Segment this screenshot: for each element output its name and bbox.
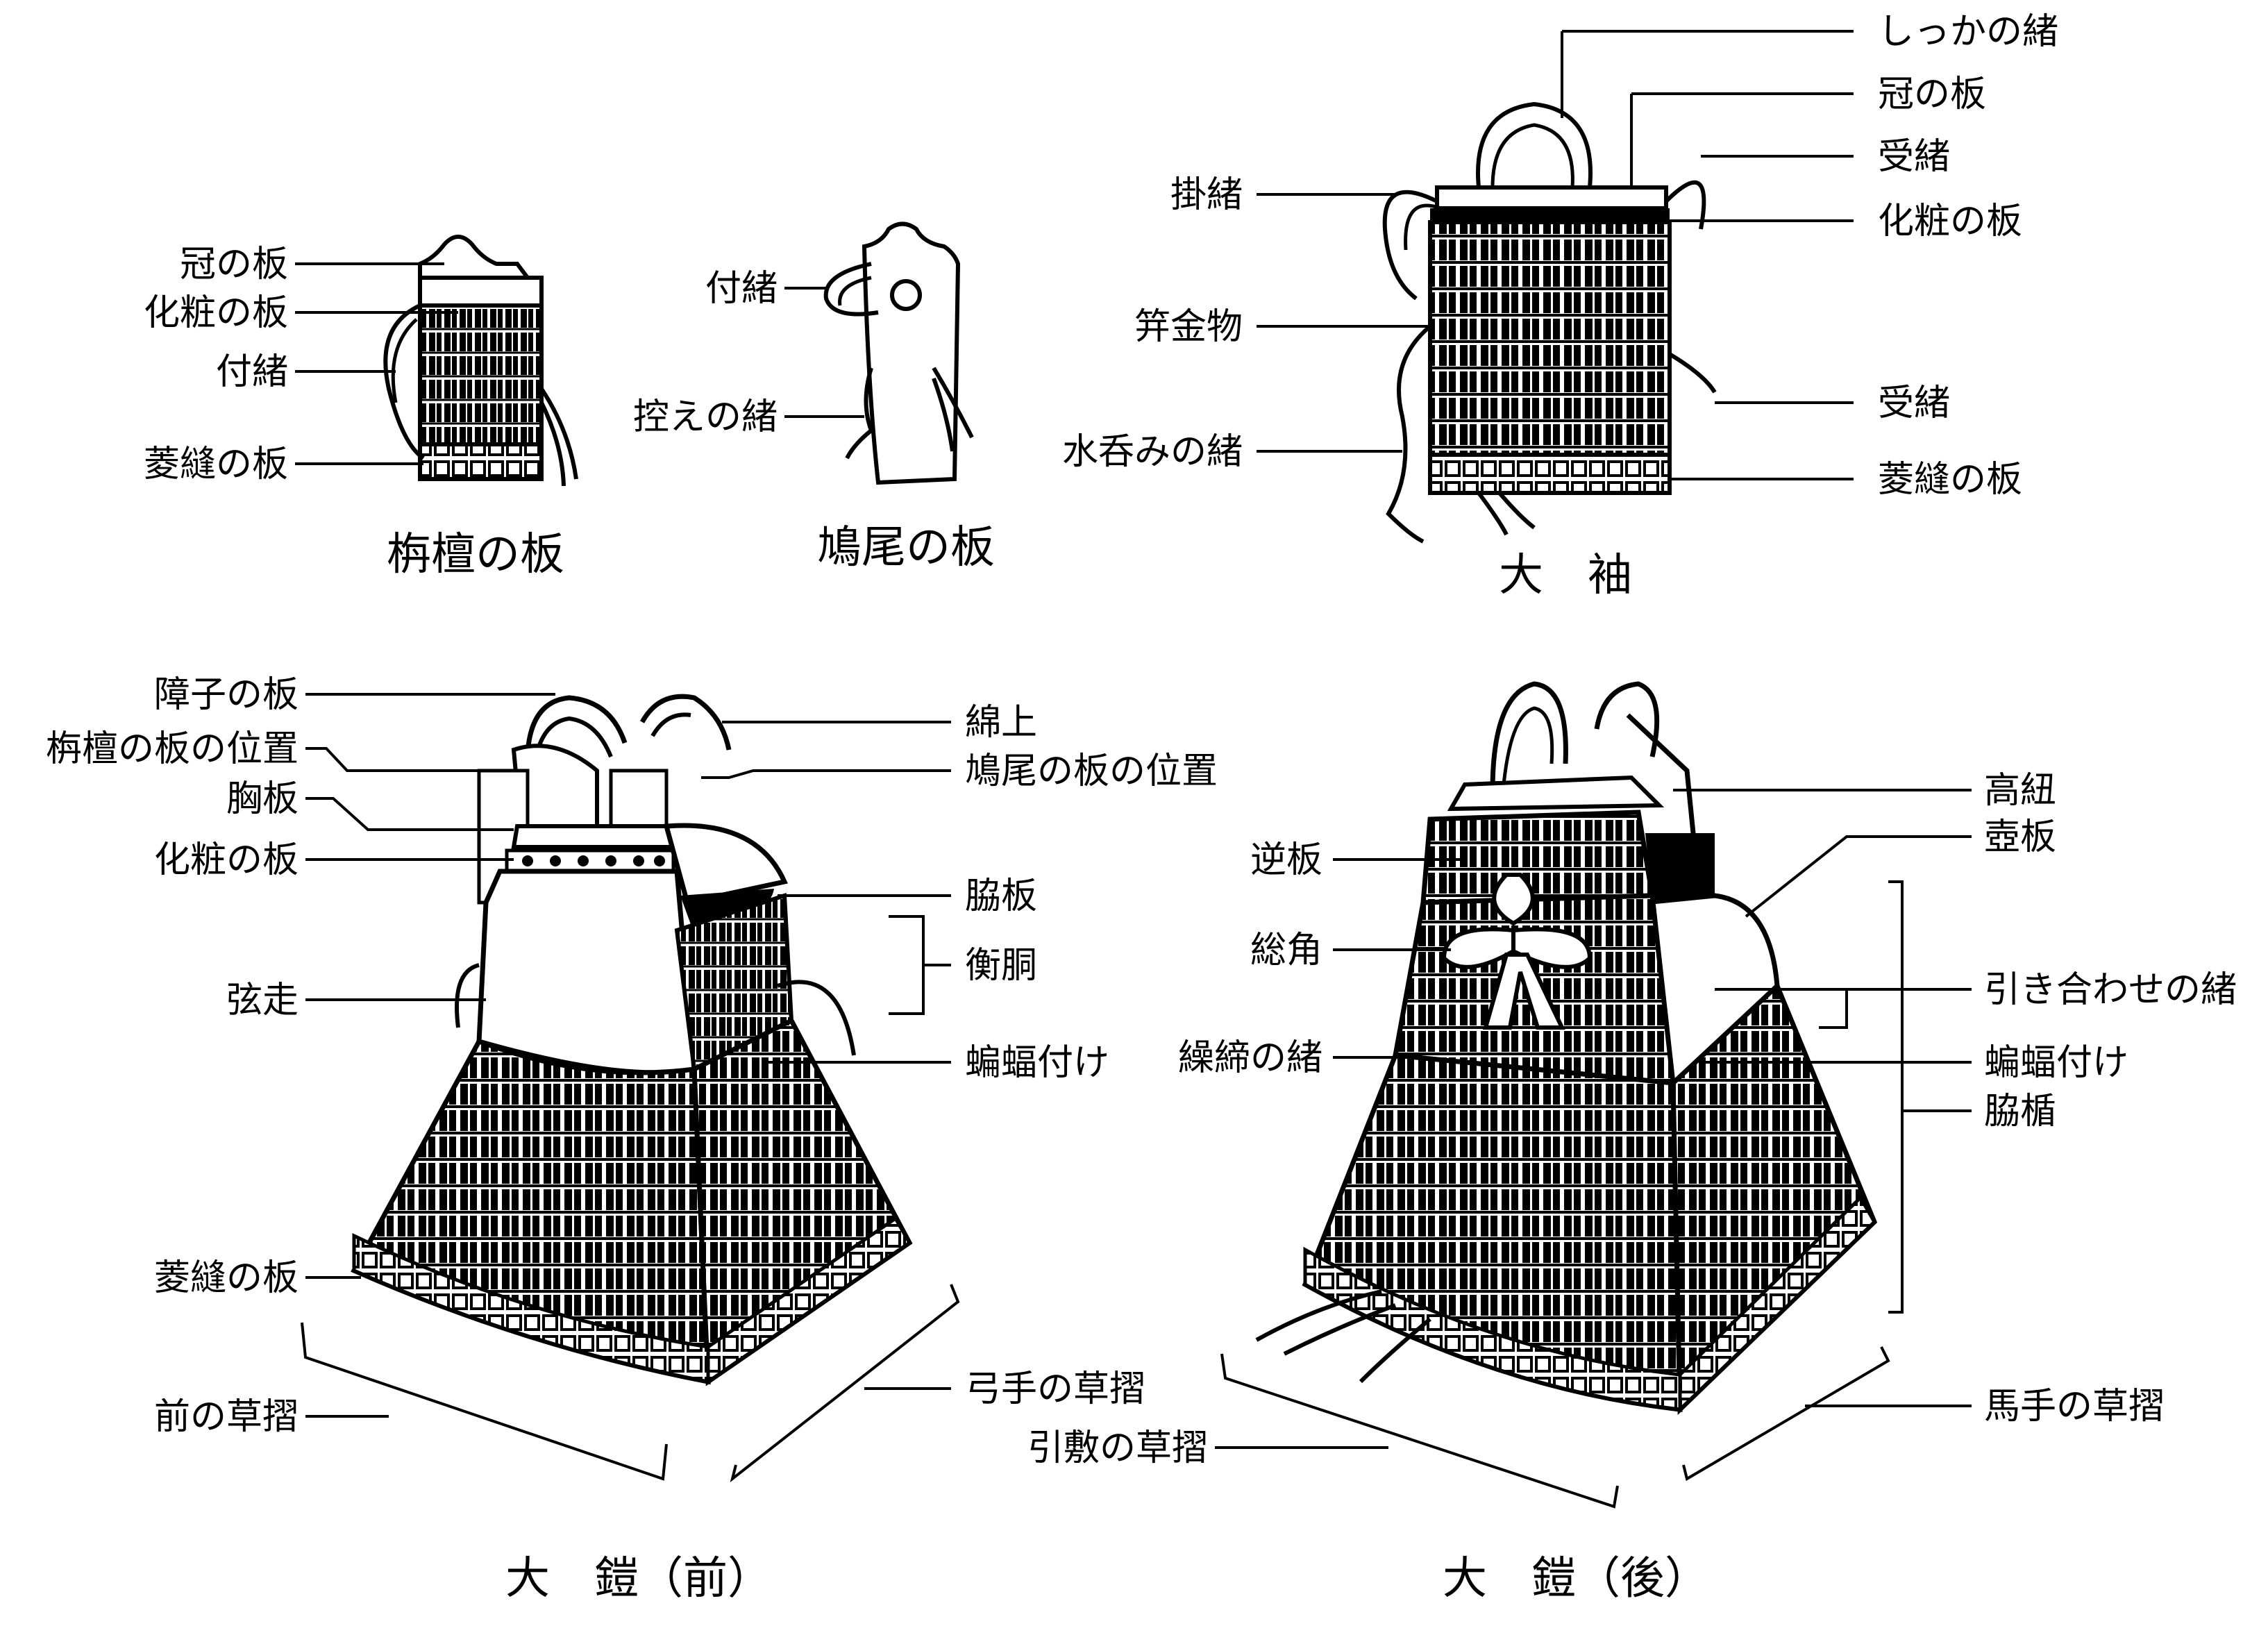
label-front-hishinui: 菱縫の板 <box>154 1257 299 1299</box>
label-osode-kesho: 化粧の板 <box>1878 201 2022 242</box>
label-sendan-kesho: 化粧の板 <box>144 292 288 334</box>
oyoroi-front-drawing <box>354 696 909 1382</box>
label-sendan-kanmuri: 冠の板 <box>180 244 288 285</box>
label-front-yunde: 弓手の草摺 <box>965 1368 1145 1410</box>
label-front-waki: 脇板 <box>965 875 1037 917</box>
label-hikishiki: 引敷の草摺 <box>1027 1427 1208 1469</box>
label-back-tsuboita: 壺板 <box>1984 816 2056 858</box>
label-front-kyubi-pos: 鳩尾の板の位置 <box>965 751 1218 792</box>
label-back-kurijime: 繰締の緒 <box>1178 1037 1322 1079</box>
label-kyubi-hikae: 控えの緒 <box>633 396 778 438</box>
label-back-hikiawase: 引き合わせの緒 <box>1984 969 2237 1011</box>
label-back-waidate: 脇楯 <box>1984 1091 2056 1132</box>
label-osode-kogai: 笄金物 <box>1134 306 1243 348</box>
label-kyubi-tsukeo: 付緒 <box>705 268 778 310</box>
label-front-kesho: 化粧の板 <box>154 839 299 881</box>
label-osode-shikka: しっかの緒 <box>1878 11 2058 53</box>
label-osode-hishinui: 菱縫の板 <box>1878 459 2022 501</box>
caption-kyubi: 鳩尾の板 <box>817 522 995 573</box>
caption-osode: 大 袖 <box>1499 550 1632 601</box>
kyubi-plate-drawing <box>826 224 972 483</box>
label-front-shoji: 障子の板 <box>154 674 299 716</box>
label-front-komori: 蝙蝠付け <box>965 1042 1109 1084</box>
caption-back: 大 鎧（後） <box>1443 1553 1709 1604</box>
label-front-sendan-pos: 栴檀の板の位置 <box>46 728 299 770</box>
osode-drawing <box>1385 104 1715 542</box>
caption-sendan: 栴檀の板 <box>387 529 564 580</box>
label-front-munaita: 胸板 <box>226 778 299 820</box>
label-front-mae-kusazuri: 前の草摺 <box>154 1396 299 1438</box>
label-back-agemaki: 総角 <box>1250 930 1322 971</box>
label-osode-ukeo-bottom: 受緒 <box>1878 383 1950 424</box>
label-osode-kakeo: 掛緒 <box>1170 174 1243 216</box>
label-back-komori: 蝙蝠付け <box>1984 1042 2128 1084</box>
sendan-plate-drawing <box>385 237 576 486</box>
label-back-takahimo: 高紐 <box>1984 770 2056 812</box>
label-osode-kanmuri: 冠の板 <box>1878 74 1986 115</box>
label-osode-ukeo-top: 受緒 <box>1878 136 1950 178</box>
label-sendan-tsukeo: 付緒 <box>216 351 288 393</box>
label-sendan-hishinui: 菱縫の板 <box>144 444 288 485</box>
label-front-watagami: 綿上 <box>965 702 1037 744</box>
label-back-sakaita: 逆板 <box>1250 839 1322 881</box>
label-osode-mizunomi: 水呑みの緒 <box>1062 431 1243 473</box>
label-front-nagakawa: 衡胴 <box>965 945 1037 987</box>
oyoroi-back-drawing <box>1257 684 1874 1409</box>
label-front-tsurubashiri: 弦走 <box>226 980 299 1021</box>
label-back-mete: 馬手の草摺 <box>1984 1386 2165 1427</box>
caption-front: 大 鎧（前） <box>505 1553 772 1604</box>
kyubi-leaders <box>784 288 864 417</box>
